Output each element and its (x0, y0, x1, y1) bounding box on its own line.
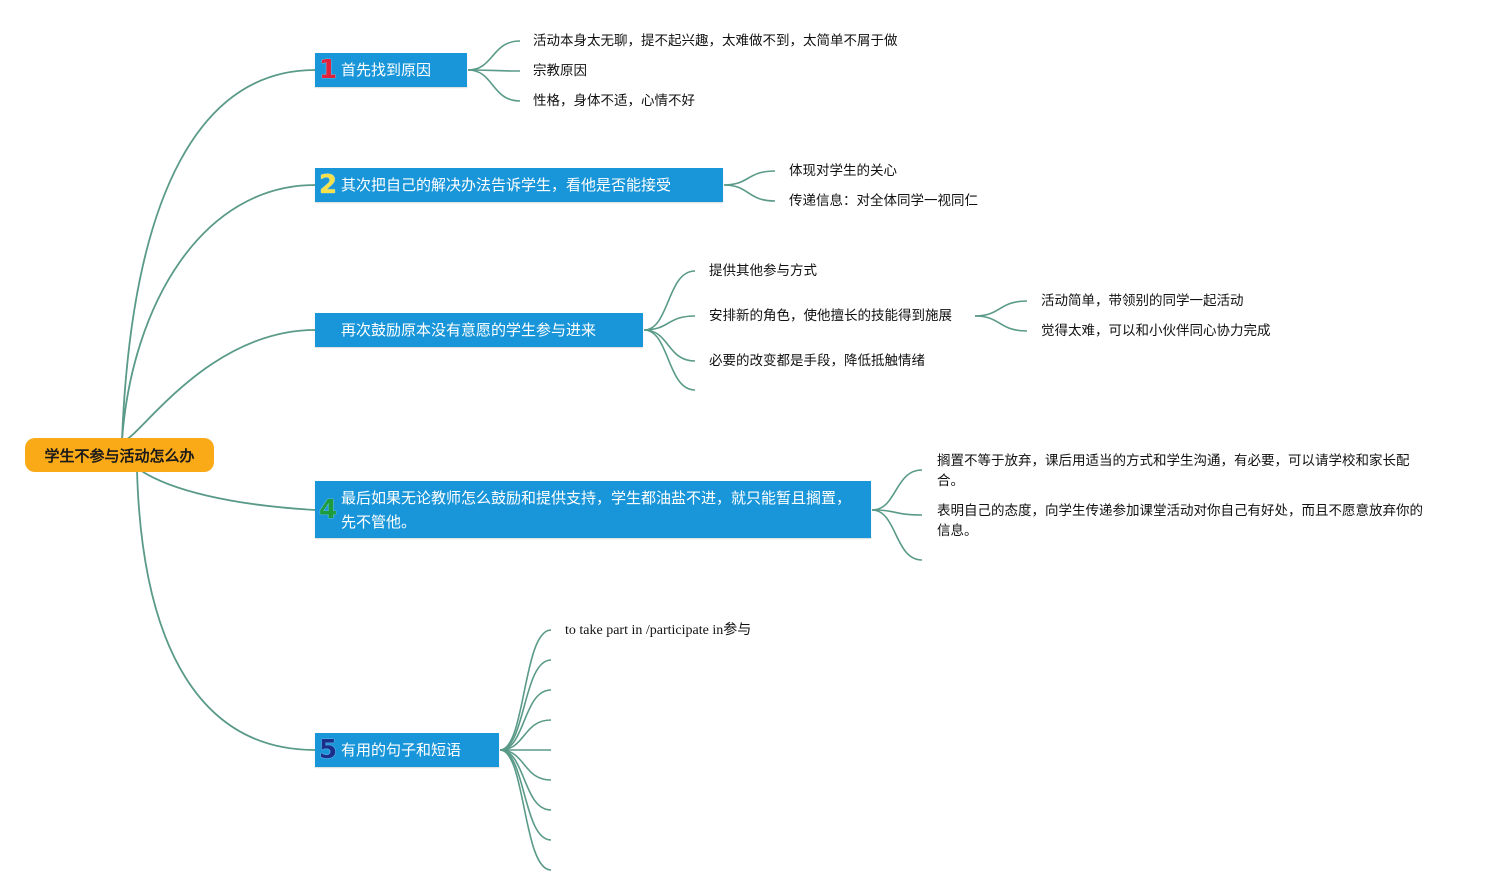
number-2-icon: 2 (318, 170, 338, 200)
number-4-icon: 4 (318, 494, 338, 525)
branch-3-leaf-line-3 (643, 329, 696, 362)
branch-2[interactable]: 2 其次把自己的解决办法告诉学生，看他是否能接受 (315, 168, 723, 202)
leaf-1-1[interactable]: 活动本身太无聊，提不起兴趣，太难做不到，太简单不屑于做 (533, 33, 898, 49)
leaf-3-2-2[interactable]: 觉得太难，可以和小伙伴同心协力完成 (1041, 323, 1271, 339)
root-to-branch-4-line (139, 469, 316, 511)
leaf-1-3[interactable]: 性格，身体不适，心情不好 (533, 93, 695, 109)
root-topic[interactable]: 学生不参与活动怎么办 (25, 438, 214, 472)
leaf-3-3[interactable]: 必要的改变都是手段，降低抵触情绪 (709, 353, 925, 369)
branch-1-leaf-line-1 (467, 40, 521, 71)
branch-5[interactable]: 5 有用的句子和短语 (315, 733, 499, 767)
branch-3-leaf-line-1 (643, 270, 696, 331)
root-to-branch-3-line (121, 329, 316, 442)
branch-3[interactable]: 再次鼓励原本没有意愿的学生参与进来 (315, 313, 643, 347)
root-to-branch-5-line (136, 469, 316, 751)
branch-2-leaf-line-2 (723, 184, 776, 202)
branch-4-label: 最后如果无论教师怎么鼓励和提供支持，学生都油盐不进，就只能暂且搁置，先不管他。 (341, 488, 852, 531)
branch-5-leaf-line-9 (499, 749, 552, 871)
branch-4[interactable]: 4 最后如果无论教师怎么鼓励和提供支持，学生都油盐不进，就只能暂且搁置，先不管他… (315, 481, 871, 538)
branch-5-leaf-line-1 (499, 629, 552, 751)
branch-5-leaf-line-2 (499, 659, 552, 751)
branch-3-label: 再次鼓励原本没有意愿的学生参与进来 (341, 321, 597, 339)
branch-3-leaf-line-4 (643, 329, 696, 391)
branch-3-leaf-line-2 (643, 315, 696, 331)
branch-3-sub-line-2 (974, 315, 1028, 332)
branch-5-leaf-line-4 (499, 719, 552, 751)
leaf-2-1[interactable]: 体现对学生的关心 (789, 163, 897, 179)
root-to-branch-1-line (121, 69, 316, 441)
root-to-branch-2-line (121, 184, 316, 441)
number-5-icon: 5 (318, 735, 338, 765)
leaf-1-2[interactable]: 宗教原因 (533, 63, 587, 79)
leaf-3-1[interactable]: 提供其他参与方式 (709, 263, 817, 279)
branch-5-leaf-line-8 (499, 749, 552, 841)
branch-4-leaf-line-3 (871, 509, 923, 561)
leaf-4-1[interactable]: 搁置不等于放弃，课后用适当的方式和学生沟通，有必要，可以请学校和家长配合。 (937, 453, 1410, 489)
leaf-2-2[interactable]: 传递信息：对全体同学一视同仁 (789, 193, 978, 209)
branch-2-label: 其次把自己的解决办法告诉学生，看他是否能接受 (341, 176, 672, 194)
branch-1-label: 首先找到原因 (341, 61, 432, 79)
branch-5-leaf-line-3 (499, 689, 552, 751)
branch-2-leaf-line-1 (723, 170, 776, 186)
branch-5-label: 有用的句子和短语 (341, 741, 462, 759)
branch-1-leaf-line-3 (467, 69, 521, 102)
number-1-icon: 1 (318, 55, 338, 85)
leaf-3-2-1[interactable]: 活动简单，带领别的同学一起活动 (1041, 293, 1244, 309)
branch-3-sub-line-1 (974, 300, 1028, 317)
branch-4-leaf-line-1 (871, 469, 923, 511)
leaf-4-2[interactable]: 表明自己的态度，向学生传递参加课堂活动对你自己有好处，而且不愿意放弃你的信息。 (937, 503, 1423, 539)
leaf-3-2[interactable]: 安排新的角色，使他擅长的技能得到施展 (709, 308, 952, 324)
branch-1[interactable]: 1 首先找到原因 (315, 53, 467, 87)
leaf-5-1[interactable]: to take part in /participate in参与 (565, 623, 752, 638)
